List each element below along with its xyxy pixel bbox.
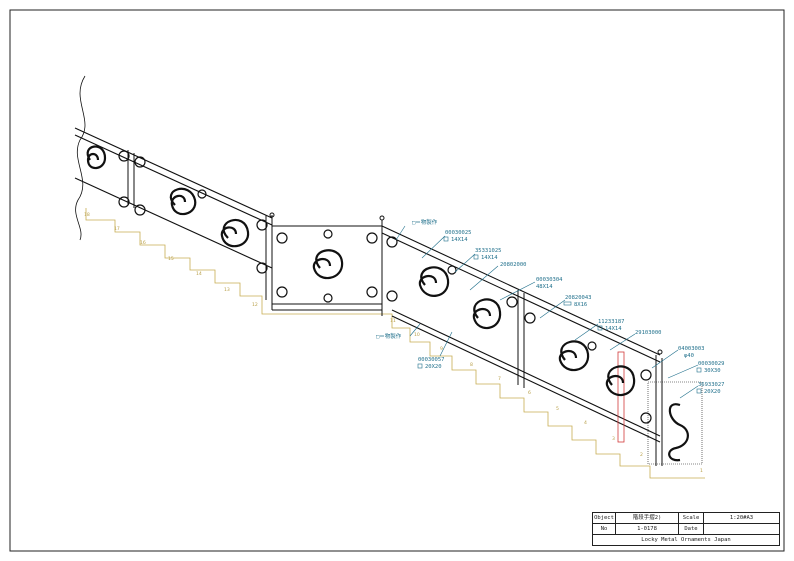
no-label: No — [593, 524, 616, 534]
square-icon — [473, 254, 479, 260]
date-value — [704, 524, 779, 534]
callout-13-code: □＝物製作 — [376, 332, 402, 340]
rect-bar-icon — [563, 301, 572, 306]
square-icon — [696, 388, 702, 394]
break-line — [75, 75, 86, 241]
step-numbers-lower: 11 10 9 8 7 6 5 4 3 2 1 — [390, 318, 703, 474]
callout-7-code: 11233187 — [598, 319, 625, 325]
handrails — [74, 127, 661, 443]
newel-ornament-frame — [647, 381, 703, 465]
square-icon — [696, 367, 702, 373]
callout-10-size: 30X30 — [704, 368, 721, 374]
sheet-border — [9, 9, 785, 552]
step-number: 1 — [700, 468, 703, 474]
step-number: 7 — [498, 376, 501, 382]
step-number: 3 — [612, 436, 615, 442]
step-number: 4 — [584, 420, 587, 426]
callout-1-code: □＝物製作 — [412, 218, 438, 226]
step-number: 12 — [252, 302, 258, 308]
step-number: 9 — [440, 346, 443, 352]
step-number: 16 — [140, 240, 146, 246]
title-block: Object 階段手摺2) Scale 1:20#A3 No 1-0178 Da… — [592, 512, 780, 546]
callout-9-size: φ40 — [684, 353, 694, 359]
square-icon — [417, 363, 423, 369]
callout-3-code: 35331025 — [475, 248, 502, 254]
square-icon — [443, 236, 449, 242]
square-icon — [597, 325, 603, 331]
step-number: 10 — [414, 332, 420, 338]
callout-3-size: 14X14 — [481, 255, 498, 261]
step-number: 2 — [640, 452, 643, 458]
callout-8-code: 29103000 — [635, 330, 662, 336]
posts — [127, 150, 663, 466]
callout-2-code: 00030025 — [445, 230, 472, 236]
step-number: 18 — [84, 212, 90, 218]
leader-lines — [395, 225, 699, 399]
callout-11-code: 36933027 — [698, 382, 725, 388]
title-block-row-no: No 1-0178 Date — [593, 524, 779, 535]
object-value: 階段手摺2) — [616, 513, 679, 523]
step-number: 13 — [224, 287, 230, 293]
step-number: 17 — [114, 226, 120, 232]
callout-10-code: 00030029 — [698, 361, 725, 367]
callout-5-code: 00030304 — [536, 277, 563, 283]
date-label: Date — [679, 524, 704, 534]
scale-label: Scale — [679, 513, 704, 523]
no-value: 1-0178 — [616, 524, 679, 534]
step-number: 14 — [196, 271, 202, 277]
callout-11-size: 20X20 — [704, 389, 721, 395]
small-scrolls — [118, 150, 652, 424]
upper-stair-steps — [85, 208, 705, 479]
step-number: 8 — [470, 362, 473, 368]
callout-4-code: 20802000 — [500, 262, 527, 268]
object-label: Object — [593, 513, 616, 523]
accent-mark — [617, 351, 625, 443]
step-number: 6 — [528, 390, 531, 396]
callout-9-code: 04003003 — [678, 346, 705, 352]
callout-12-size: 20X20 — [425, 364, 442, 370]
scroll-ornaments — [86, 145, 689, 462]
callout-12-code: 00030057 — [418, 357, 445, 363]
callout-2-size: 14X14 — [451, 237, 468, 243]
company-name: Locky Metal Ornaments Japan — [641, 537, 731, 543]
step-number: 5 — [556, 406, 559, 412]
callout-6-size: 8X16 — [574, 302, 587, 308]
callout-5-size: 48X14 — [536, 284, 553, 290]
scale-value: 1:20#A3 — [729, 515, 754, 521]
step-number: 15 — [168, 256, 174, 262]
callout-7-size: 14X14 — [605, 326, 622, 332]
title-block-row-company: Locky Metal Ornaments Japan — [593, 535, 779, 545]
title-block-row-object: Object 階段手摺2) Scale 1:20#A3 — [593, 513, 779, 524]
step-numbers-upper: 18 17 16 15 14 13 12 — [84, 212, 258, 308]
step-number: 11 — [390, 318, 396, 324]
callout-6-code: 20820043 — [565, 295, 592, 301]
